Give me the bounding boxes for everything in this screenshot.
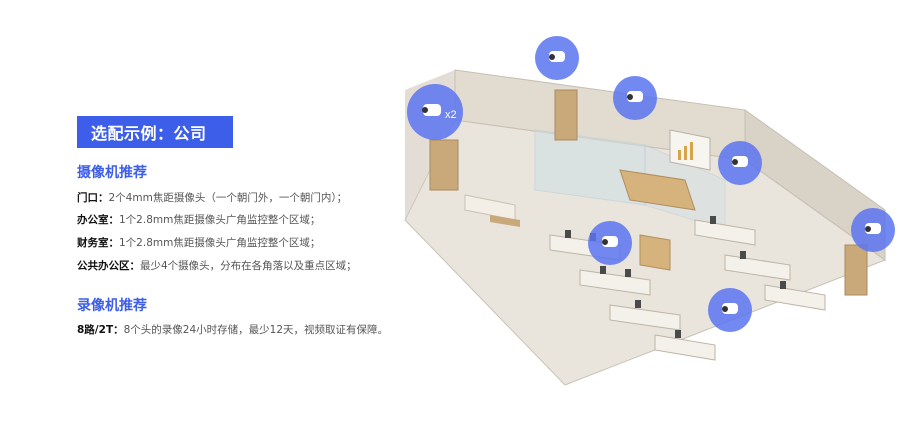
multi-camera-label: x2: [445, 109, 457, 121]
recorder-item: 8路/2T：8个头的录像24小时存储，最少12天，视频取证有保障。: [77, 322, 388, 337]
camera-badge-meeting: [718, 141, 762, 185]
banner-title: 选配示例：公司: [91, 124, 207, 143]
camera-item-text: 最少4个摄像头，分布在各角落以及重点区域；: [140, 260, 357, 272]
coffee-table: [490, 215, 520, 227]
cabinet: [554, 89, 578, 141]
camera-item-text: 1个2.8mm焦距摄像头广角监控整个区域；: [119, 237, 321, 249]
recorder-section-title: 录像机推荐: [77, 298, 147, 314]
glass-partition: [534, 129, 646, 206]
camera-badge-corner: [851, 208, 895, 252]
recorder-item-text: 8个头的录像24小时存储，最少12天，视频取证有保障。: [123, 324, 389, 336]
camera-item-label: 财务室：: [77, 237, 119, 249]
chart-bar: [684, 146, 687, 160]
camera-badge-finance: [613, 76, 657, 120]
meeting-table: [619, 169, 696, 211]
scene-title-banner: 选配示例：公司: [77, 116, 233, 148]
camera-badge-public-area-2: [708, 288, 752, 332]
chart-bar: [678, 150, 681, 160]
camera-item-office: 办公室：1个2.8mm焦距摄像头广角监控整个区域；: [77, 212, 320, 227]
entrance-door: [429, 139, 459, 191]
chart-bar: [690, 142, 693, 160]
camera-item-text: 1个2.8mm焦距摄像头广角监控整个区域；: [119, 214, 321, 226]
camera-badge-entrance: x2: [407, 84, 463, 140]
camera-item-label: 公共办公区：: [77, 260, 140, 272]
camera-badge-office: [535, 36, 579, 80]
camera-item-label: 办公室：: [77, 214, 119, 226]
camera-item-label: 门口：: [77, 192, 109, 204]
camera-item-finance: 财务室：1个2.8mm焦距摄像头广角监控整个区域；: [77, 235, 320, 250]
camera-item-public-area: 公共办公区：最少4个摄像头，分布在各角落以及重点区域；: [77, 258, 357, 273]
camera-item-entrance: 门口：2个4mm焦距摄像头（一个朝门外，一个朝门内）；: [77, 190, 347, 205]
office-floorplan-illustration: x2: [404, 36, 895, 386]
cabinet: [844, 244, 868, 296]
camera-badge-public-area-1: [588, 221, 632, 265]
bookshelf: [639, 234, 671, 271]
camera-item-text: 2个4mm焦距摄像头（一个朝门外，一个朝门内）；: [108, 192, 348, 204]
recorder-item-label: 8路/2T：: [77, 324, 124, 336]
camera-section-title: 摄像机推荐: [77, 165, 147, 181]
